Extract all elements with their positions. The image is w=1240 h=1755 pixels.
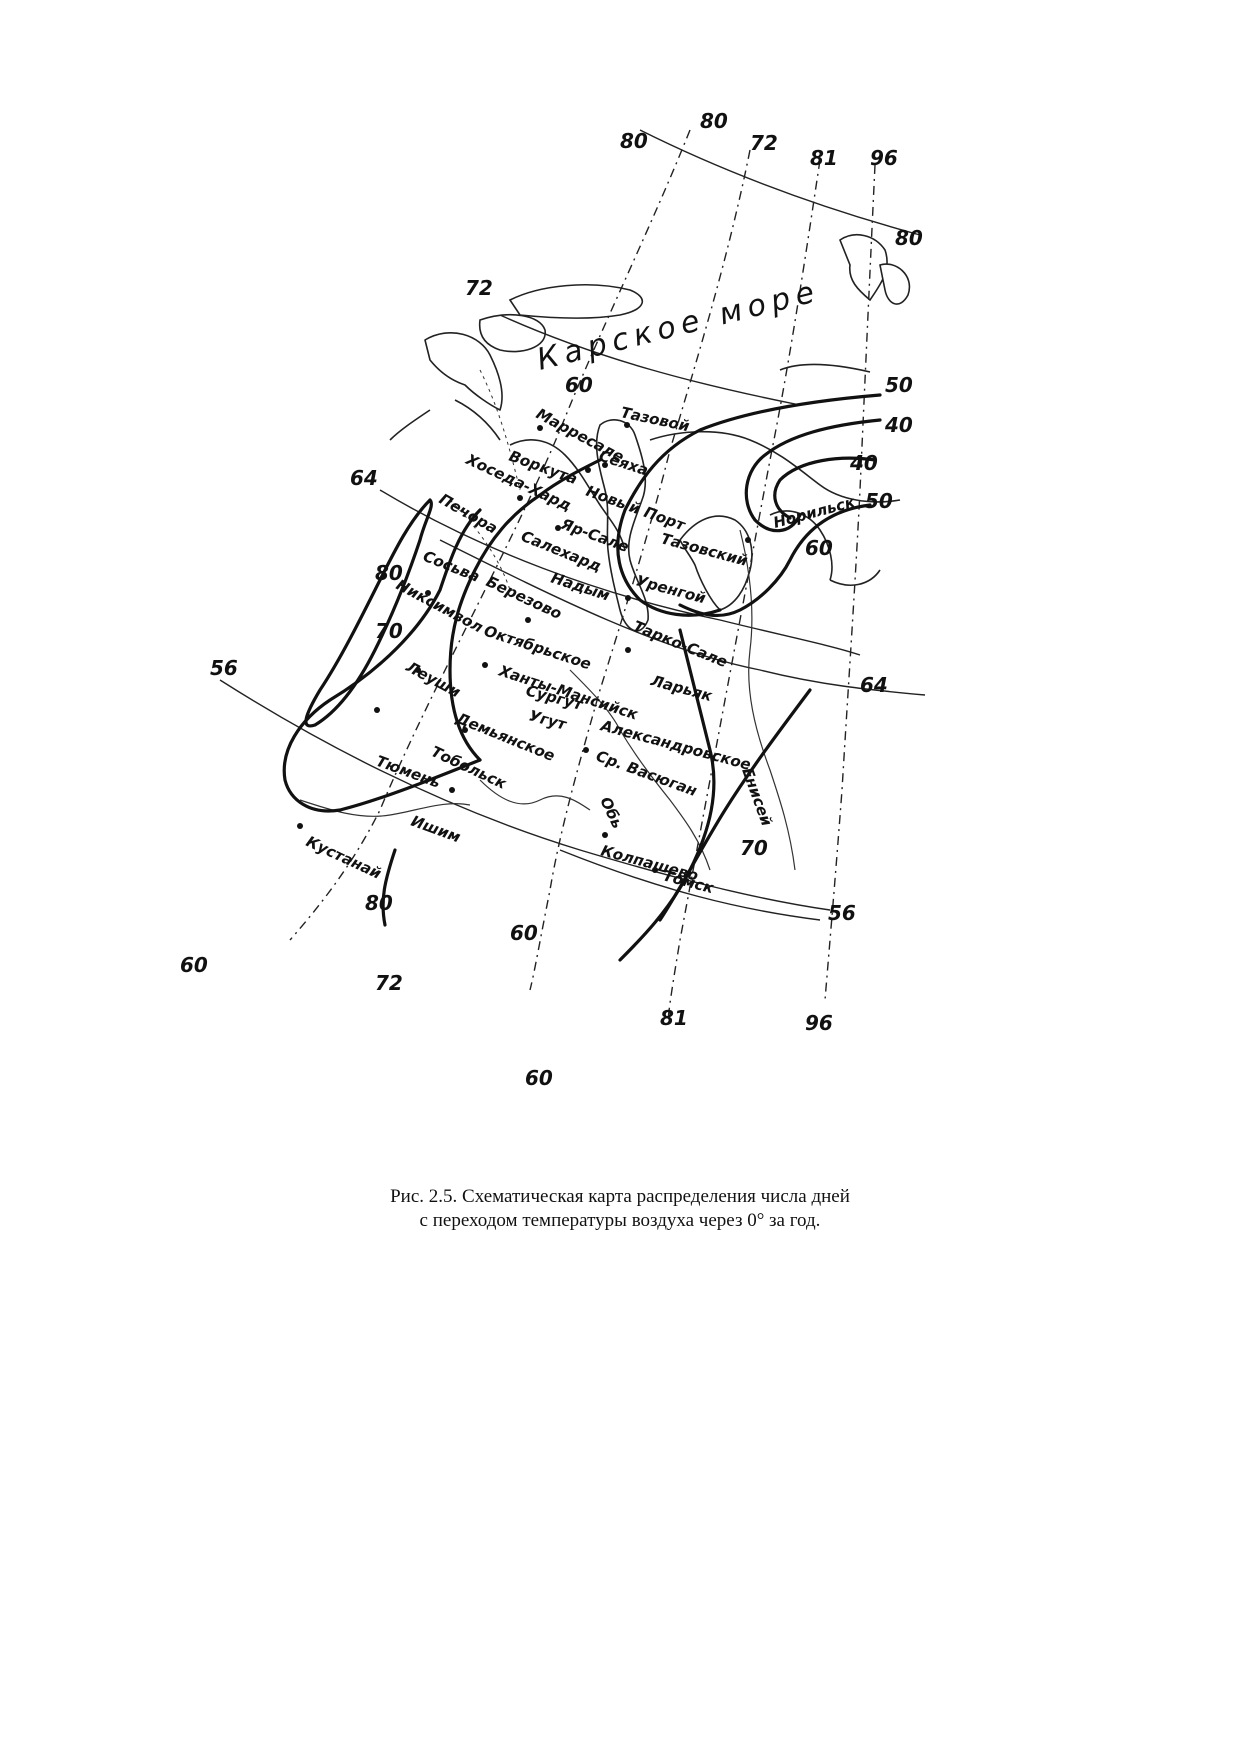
isoline-label: 60 (805, 536, 833, 560)
city-label: Тазовский (659, 529, 750, 570)
isoline-label: 40 (849, 451, 878, 475)
graticule-label: 64 (350, 466, 378, 490)
city-labels: Тазовой Марресале Сеяха Воркута Хоседа-Х… (303, 403, 857, 897)
river-label: Енисей (738, 765, 776, 829)
city-label: Сосьва (421, 547, 483, 586)
city-label: Угут (527, 706, 570, 734)
graticule-label: 72 (750, 131, 778, 155)
river-labels: Обь Енисей (596, 765, 776, 831)
map-svg: Тазовой Марресале Сеяха Воркута Хоседа-Х… (180, 109, 926, 1090)
city-label: Печора (436, 490, 501, 538)
isoline-label: 50 (865, 489, 893, 513)
graticule-label: 60 (525, 1066, 553, 1090)
rivers (299, 369, 796, 871)
graticule-label: 96 (870, 146, 898, 170)
city-label: Ларьяк (648, 671, 715, 705)
isoline-label: 60 (565, 373, 593, 397)
graticule-labels: 80 80 72 81 96 80 72 64 60 64 56 60 72 8… (180, 109, 923, 1090)
isoline-label: 80 (365, 891, 393, 915)
graticule-label: 80 (620, 129, 648, 153)
isoline-label: 40 (884, 413, 913, 437)
isoline-map: Тазовой Марресале Сеяха Воркута Хоседа-Х… (180, 109, 1060, 1170)
city-label: Леуши (402, 657, 464, 701)
isolines (282, 393, 882, 962)
graticule-label: 96 (805, 1011, 833, 1035)
graticule-label: 56 (210, 656, 238, 680)
graticule-label: 60 (180, 953, 208, 977)
isoline-label: 70 (740, 836, 768, 860)
river-label: Обь (596, 794, 626, 831)
isoline-label: 80 (375, 561, 403, 585)
city-label: Тазовой (619, 403, 691, 435)
city-label: Кустанай (303, 832, 384, 883)
city-label: Надым (549, 569, 612, 605)
graticule-label: 81 (810, 146, 838, 170)
caption-line-2: с переходом температуры воздуха через 0°… (419, 1210, 821, 1231)
graticule-label: 72 (375, 971, 403, 995)
graticule-label: 64 (860, 673, 888, 697)
isoline-label: 50 (885, 373, 913, 397)
graticule (219, 129, 926, 1021)
graticule-label: 80 (700, 110, 728, 133)
figure-caption: Рис. 2.5. Схематическая карта распределе… (0, 1185, 1240, 1233)
graticule-label: 80 (895, 226, 923, 250)
isoline-labels: 50 40 40 50 60 60 60 70 80 80 70 (365, 373, 913, 945)
city-label: Октябрьское (482, 622, 594, 674)
caption-line-1: Рис. 2.5. Схематическая карта распределе… (390, 1186, 850, 1207)
city-label: Никсимвол (393, 576, 486, 637)
city-dots (297, 422, 751, 873)
city-label: Тарко-Сале (631, 617, 731, 671)
city-label: Тобольск (428, 742, 510, 793)
isoline-label: 70 (375, 619, 403, 643)
graticule-label: 56 (828, 901, 856, 925)
graticule-label: 72 (465, 276, 493, 300)
isoline-label: 60 (510, 921, 538, 945)
city-label: Ишим (409, 812, 463, 846)
graticule-label: 81 (660, 1006, 688, 1030)
